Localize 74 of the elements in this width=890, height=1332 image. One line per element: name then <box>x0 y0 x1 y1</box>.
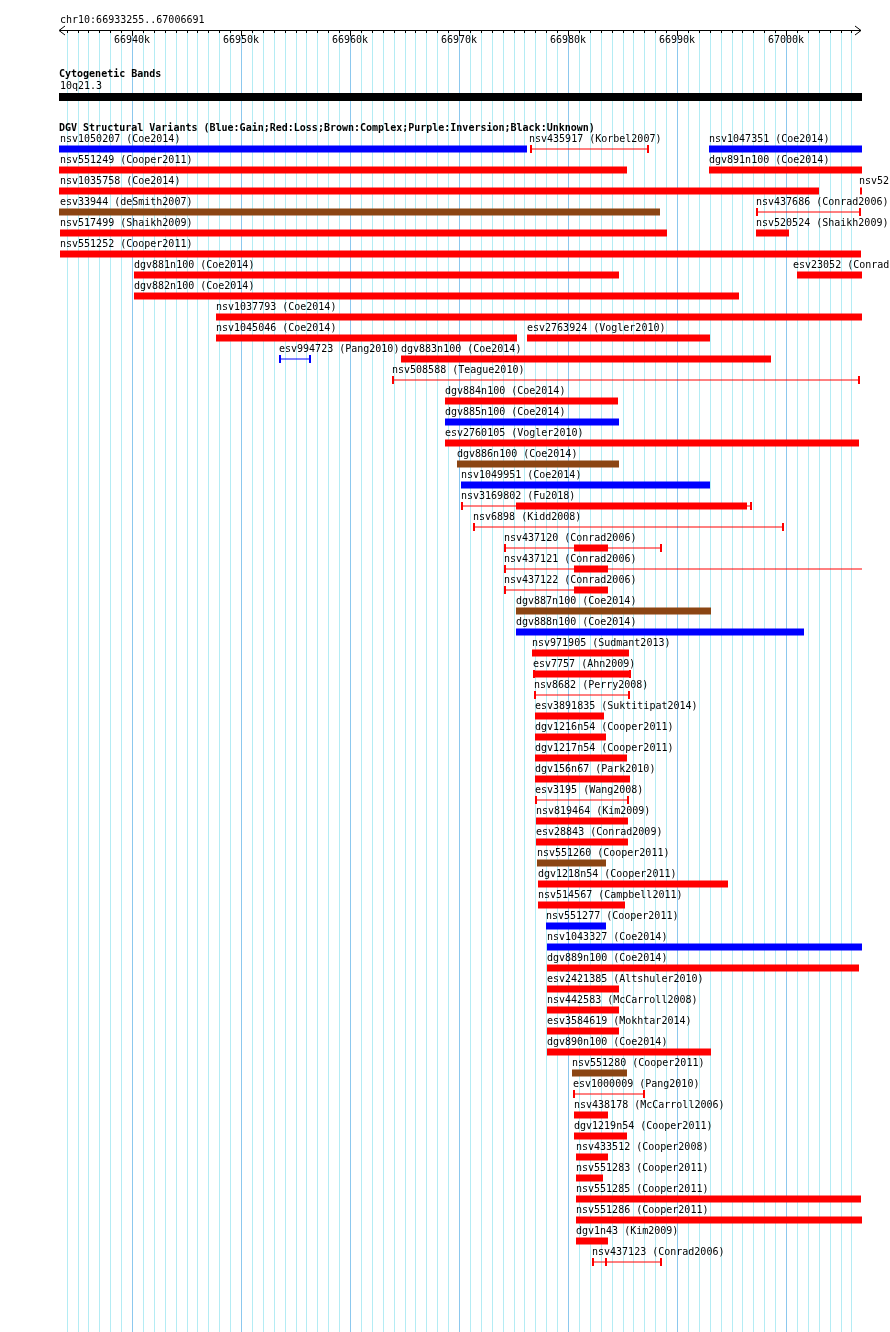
variant-label: nsv551280 (Cooper2011) <box>572 1057 705 1069</box>
variant-label: esv3195 (Wang2008) <box>535 784 644 796</box>
variant-label: dgv883n100 (Coe2014) <box>401 343 522 355</box>
variant-label: nsv437123 (Conrad2006) <box>592 1246 725 1258</box>
variant-label: esv2421385 (Altshuler2010) <box>547 973 704 985</box>
variant-label: dgv887n100 (Coe2014) <box>516 595 637 607</box>
variant-label: esv1000009 (Pang2010) <box>573 1078 700 1090</box>
tick-label: 67000k <box>768 34 805 46</box>
variant-label: nsv1047351 (Coe2014) <box>709 133 830 145</box>
variant-label: nsv551286 (Cooper2011) <box>576 1204 709 1216</box>
tick-label: 66980k <box>550 34 587 46</box>
variant-label: dgv881n100 (Coe2014) <box>134 259 255 271</box>
variant-label: dgv1216n54 (Cooper2011) <box>535 721 674 733</box>
variant-label: nsv517499 (Shaikh2009) <box>60 217 193 229</box>
variant-label: esv2760105 (Vogler2010) <box>445 427 584 439</box>
variant-label: esv994723 (Pang2010) <box>279 343 400 355</box>
variant-label: esv33944 (deSmith2007) <box>60 196 193 208</box>
variant-label: dgv888n100 (Coe2014) <box>516 616 637 628</box>
variant-label: esv7757 (Ahn2009) <box>533 658 636 670</box>
variant-label: nsv551252 (Cooper2011) <box>60 238 193 250</box>
variant-label: nsv551260 (Cooper2011) <box>537 847 670 859</box>
region-coordinates: chr10:66933255..67006691 <box>60 14 205 26</box>
tick-label: 66990k <box>659 34 696 46</box>
variant-label: dgv889n100 (Coe2014) <box>547 952 668 964</box>
variant-label: nsv1043327 (Coe2014) <box>547 931 668 943</box>
variant-label: dgv1217n54 (Cooper2011) <box>535 742 674 754</box>
tick-label: 66960k <box>332 34 369 46</box>
variant-label: nsv435917 (Korbel2007) <box>529 133 662 145</box>
variant-label: nsv520524 (Shaikh2009) <box>756 217 889 229</box>
variant-label: nsv1049951 (Coe2014) <box>461 469 582 481</box>
variant-label: dgv1219n54 (Cooper2011) <box>574 1120 713 1132</box>
variant-label: nsv1035758 (Coe2014) <box>60 175 181 187</box>
variant-label: nsv551285 (Cooper2011) <box>576 1183 709 1195</box>
variant-label: nsv438178 (McCarroll2006) <box>574 1099 725 1111</box>
track-title: DGV Structural Variants (Blue:Gain;Red:Loss;Brown:Complex;Purple:Inversion;Black:Unknown) <box>59 122 595 134</box>
tick-label: 66970k <box>441 34 478 46</box>
variant-label: nsv819464 (Kim2009) <box>536 805 651 817</box>
variant-label: nsv1050207 (Coe2014) <box>60 133 181 145</box>
variant-label: esv28843 (Conrad2009) <box>536 826 663 838</box>
variant-label: nsv437122 (Conrad2006) <box>504 574 637 586</box>
variant-label: dgv156n67 (Park2010) <box>535 763 656 775</box>
variant-label: nsv6898 (Kidd2008) <box>473 511 582 523</box>
variant-label: dgv891n100 (Coe2014) <box>709 154 830 166</box>
variant-label: nsv437120 (Conrad2006) <box>504 532 637 544</box>
variant-label: nsv1037793 (Coe2014) <box>216 301 337 313</box>
variant-label: dgv1n43 (Kim2009) <box>576 1225 679 1237</box>
variant-label: nsv437121 (Conrad2006) <box>504 553 637 565</box>
variant-label: nsv437686 (Conrad2006) <box>756 196 889 208</box>
tick-label: 66940k <box>114 34 151 46</box>
variant-label: dgv886n100 (Coe2014) <box>457 448 578 460</box>
variant-label: nsv971905 (Sudmant2013) <box>532 637 671 649</box>
variant-label: nsv551249 (Cooper2011) <box>60 154 193 166</box>
variant-label: nsv551277 (Cooper2011) <box>546 910 679 922</box>
variant-label: dgv882n100 (Coe2014) <box>134 280 255 292</box>
band-label: 10q21.3 <box>60 80 103 92</box>
track-title: Cytogenetic Bands <box>59 68 162 80</box>
variant-label: nsv1045046 (Coe2014) <box>216 322 337 334</box>
variant-label: dgv884n100 (Coe2014) <box>445 385 566 397</box>
variant-label: esv2763924 (Vogler2010) <box>527 322 666 334</box>
variant-label: nsv514567 (Campbell2011) <box>538 889 683 901</box>
variant-label: esv3584619 (Mokhtar2014) <box>547 1015 692 1027</box>
variant-label: nsv442583 (McCarroll2008) <box>547 994 698 1006</box>
variant-label: nsv8682 (Perry2008) <box>534 679 649 691</box>
variant-label: dgv890n100 (Coe2014) <box>547 1036 668 1048</box>
variant-label: esv23052 (Conrad <box>793 259 890 271</box>
variant-label: esv3891835 (Suktitipat2014) <box>535 700 698 712</box>
tick-label: 66950k <box>223 34 260 46</box>
variant-label: nsv52 <box>859 175 890 187</box>
variant-label: nsv3169802 (Fu2018) <box>461 490 576 502</box>
variant-label: nsv508588 (Teague2010) <box>392 364 525 376</box>
variant-label: nsv551283 (Cooper2011) <box>576 1162 709 1174</box>
variant-label: dgv885n100 (Coe2014) <box>445 406 566 418</box>
variant-label: dgv1218n54 (Cooper2011) <box>538 868 677 880</box>
variant-label: nsv433512 (Cooper2008) <box>576 1141 709 1153</box>
